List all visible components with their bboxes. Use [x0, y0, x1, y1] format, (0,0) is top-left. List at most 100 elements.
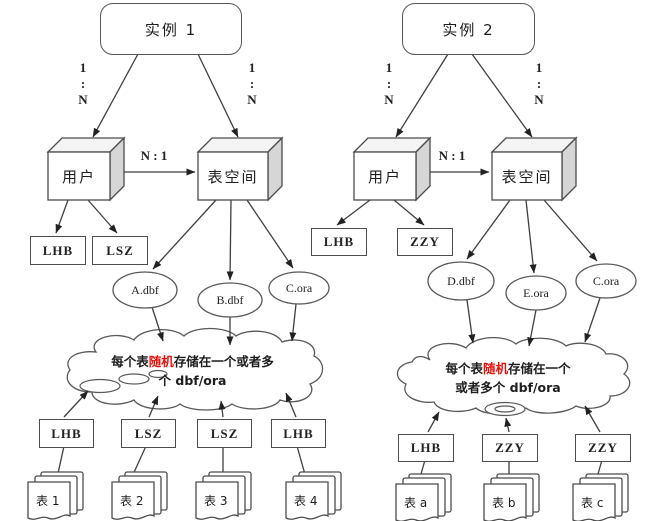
right-cloud-line2: 或者多个 dbf/ora: [455, 380, 561, 395]
right-cloud-line1: 每个表随机存储在一个: [445, 359, 570, 378]
right-instance-node: 实例 2: [402, 3, 535, 55]
cloud-text-post: 存储在一个或者多: [173, 354, 274, 369]
left-table4-label: 表 4: [294, 494, 318, 508]
right-cloud-puff-icon: [494, 405, 516, 413]
right-tablea-label: 表 a: [404, 496, 428, 510]
right-ratio-tablespace: 1 : N: [527, 60, 551, 108]
left-owner-box-4: LHB: [271, 419, 326, 448]
left-datafile-adbf-label: A.dbf: [131, 283, 159, 297]
right-instance-label: 实例 2: [442, 20, 495, 39]
right-tablec-label: 表 c: [581, 496, 604, 510]
arrow-right-owner3-to-cloud: [584, 405, 601, 433]
ratio-colon: :: [80, 76, 86, 91]
right-owner-box-1: LHB: [398, 434, 454, 462]
arrow-left-owner3-to-cloud: [218, 400, 226, 418]
arrow-right-instance-to-user: [395, 53, 449, 138]
ratio-one: 1: [385, 60, 393, 75]
left-cloud-text: 每个表随机存储在一个或者多 个 dbf/ora: [70, 352, 315, 390]
arrow-left-owner1-to-cloud: [63, 390, 89, 418]
cloud-text-pre: 每个表: [111, 354, 149, 369]
cloud-text-highlight: 随机: [482, 361, 508, 376]
cloud-text-pre: 每个表: [445, 361, 483, 376]
left-datafile-adbf-shape: [112, 271, 178, 309]
cloud-text-post: 存储在一个: [508, 361, 571, 376]
ratio-one: 1: [79, 60, 87, 75]
left-table1-label: 表 1: [36, 494, 60, 508]
left-datafile-cora-label: C.ora: [285, 281, 313, 295]
left-cloud-line1: 每个表随机存储在一个或者多: [111, 352, 274, 371]
right-ratio-user: 1 : N: [377, 60, 401, 108]
left-datafile-bdbf-label: B.dbf: [216, 293, 244, 307]
left-ratio-tablespace: 1 : N: [240, 60, 264, 108]
cloud-text-highlight: 随机: [148, 354, 174, 369]
right-cloud-shape: [396, 337, 631, 415]
ratio-n: N: [384, 92, 394, 107]
left-cloud-line2: 个 dbf/ora: [158, 373, 227, 388]
left-owner-box-2: LSZ: [121, 419, 176, 448]
right-datafile-ddbf-shape: [427, 261, 495, 301]
arrow-right-eora-to-cloud: [527, 309, 537, 347]
ratio-one: 1: [535, 60, 543, 75]
arrow-right-owner2-to-cloud: [504, 417, 512, 433]
ratio-colon: :: [386, 76, 392, 91]
arrow-left-instance-to-tablespace: [197, 53, 239, 138]
arrow-left-cora-to-cloud: [289, 303, 297, 342]
arrow-left-owner2-to-cloud: [148, 395, 159, 418]
arrow-right-user-to-lhb: [336, 199, 371, 226]
right-datafile-cora-shape: [575, 263, 637, 299]
left-instance-node: 实例 1: [100, 3, 242, 55]
arrow-left-ts-to-adbf: [152, 199, 217, 270]
right-datafile-eora-label: E.ora: [523, 286, 549, 300]
arrow-left-ts-to-bdbf: [226, 199, 234, 281]
right-owner-box-3: ZZY: [575, 434, 631, 462]
arrow-right-owner1-to-cloud: [427, 411, 440, 433]
arrow-left-user-to-lhb: [55, 199, 69, 234]
right-user-child-lhb: LHB: [311, 228, 367, 256]
ratio-n: N: [534, 92, 544, 107]
arrow-right-cora-to-cloud: [584, 297, 601, 343]
arrow-left-ts-to-cora: [246, 199, 294, 269]
ratio-one: 1: [248, 60, 256, 75]
left-cloud-puff-icon: [79, 378, 121, 394]
arrow-left-instance-to-user: [92, 53, 139, 138]
left-instance-label: 实例 1: [144, 20, 198, 39]
left-owner-box-1: LHB: [39, 419, 94, 448]
arrow-left-user-to-lsz: [87, 199, 118, 234]
left-ratio-user: 1 : N: [71, 60, 95, 108]
ratio-n: N: [78, 92, 88, 107]
right-datafile-eora-shape: [505, 275, 567, 311]
left-table2-label: 表 2: [120, 494, 144, 508]
left-cloud-puff-icon: [118, 373, 150, 385]
right-cloud-text: 每个表随机存储在一个 或者多个 dbf/ora: [403, 359, 613, 397]
left-user-child-lhb: LHB: [30, 236, 86, 265]
left-n-to-1-label: N : 1: [140, 148, 168, 163]
right-tablespace-label: 表空间: [501, 167, 553, 186]
arrow-right-user-to-zzy: [393, 199, 425, 226]
right-user-child-zzy: ZZY: [397, 228, 453, 256]
right-datafile-cora-label: C.ora: [592, 274, 620, 288]
left-owner-box-3: LSZ: [197, 419, 252, 448]
left-user-child-lsz: LSZ: [92, 236, 148, 265]
arrow-right-ts-to-cora: [543, 199, 598, 262]
left-tablespace-label: 表空间: [207, 167, 259, 186]
right-owner-box-2: ZZY: [482, 434, 538, 462]
left-cloud-shape: [66, 327, 324, 411]
ratio-n: N: [247, 92, 257, 107]
arrow-right-ts-to-ddbf: [466, 199, 511, 260]
left-datafile-cora-shape: [268, 271, 330, 305]
left-datafile-bdbf-shape: [197, 282, 263, 318]
arrow-right-ddbf-to-cloud: [466, 299, 476, 344]
left-table3-label: 表 3: [204, 494, 228, 508]
right-n-to-1-label: N : 1: [438, 148, 466, 163]
right-tableb-label: 表 b: [492, 496, 516, 510]
ratio-colon: :: [536, 76, 542, 91]
ratio-colon: :: [249, 76, 255, 91]
arrow-left-adbf-to-cloud: [151, 306, 164, 342]
arrow-left-owner4-to-cloud: [285, 392, 297, 418]
right-user-label: 用户: [367, 167, 402, 186]
left-user-label: 用户: [61, 167, 96, 186]
right-datafile-ddbf-label: D.dbf: [447, 274, 475, 288]
left-cloud-puff-icon: [148, 369, 168, 379]
